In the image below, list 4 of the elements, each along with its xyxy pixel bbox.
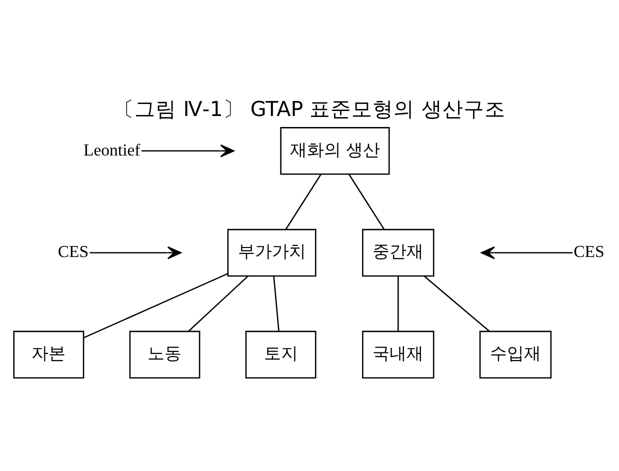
- node-text: CES: [58, 242, 89, 261]
- diagram-title: 〔그림 Ⅳ-1〕 GTAP 표준모형의 생산구조: [114, 96, 506, 120]
- node-text: CES: [574, 242, 604, 261]
- node-text: Leontief: [84, 140, 140, 159]
